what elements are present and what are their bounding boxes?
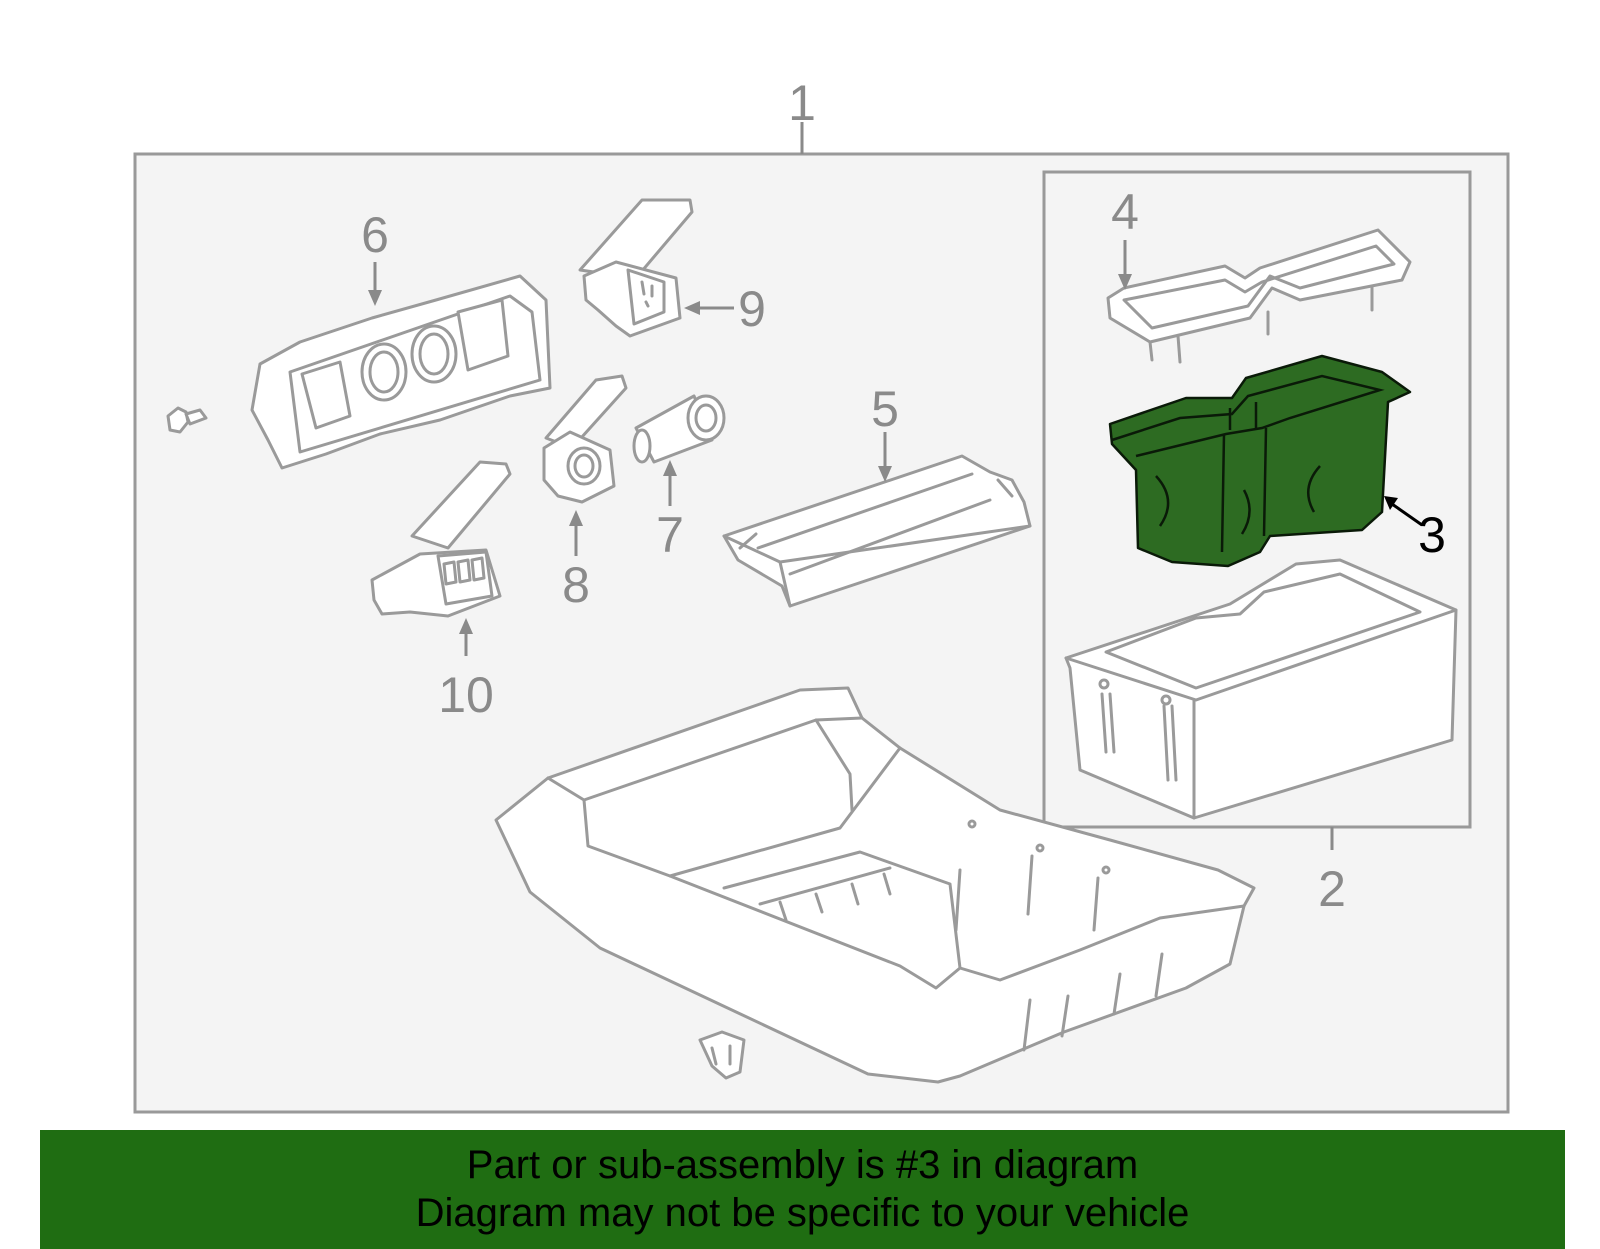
arrow-5 <box>878 466 892 482</box>
banner-line-disclaimer: Diagram may not be specific to your vehi… <box>415 1191 1190 1235</box>
part-2-cup-holder-housing[interactable] <box>1064 558 1458 820</box>
part-10-usb-port[interactable] <box>370 460 512 618</box>
part-4-bezel[interactable] <box>1106 228 1412 364</box>
arrow-4 <box>1118 274 1132 290</box>
callout-9: 9 <box>738 281 766 337</box>
callout-1: 1 <box>788 75 816 131</box>
part-8-accessory-socket[interactable] <box>542 374 628 504</box>
arrow-7 <box>663 460 677 476</box>
callout-6: 6 <box>361 207 389 263</box>
part-9-power-outlet[interactable] <box>578 198 694 338</box>
part-1-console-base[interactable] <box>494 686 1256 1084</box>
info-banner: Part or sub-assembly is #3 in diagram Di… <box>40 1130 1565 1249</box>
arrow-3 <box>1384 496 1398 510</box>
part-7-lighter[interactable] <box>632 394 726 464</box>
arrow-8 <box>569 510 583 526</box>
callout-3: 3 <box>1418 507 1446 563</box>
part-3-cup-holder-insert[interactable] <box>1108 354 1412 568</box>
retainer-clip[interactable] <box>698 1030 746 1080</box>
part-5-storage-tray[interactable] <box>722 454 1032 608</box>
callout-5: 5 <box>871 381 899 437</box>
arrow-9 <box>684 301 700 315</box>
arrow-10 <box>459 618 473 634</box>
leader-3 <box>1391 502 1423 527</box>
banner-line-part: Part or sub-assembly is #3 in diagram <box>466 1143 1139 1187</box>
part-6-switch-panel[interactable] <box>250 274 552 470</box>
callout-2: 2 <box>1318 861 1346 917</box>
arrow-6 <box>368 290 382 306</box>
parts-diagram: 1 2 3 4 5 6 7 8 9 10 <box>133 75 1510 1114</box>
callout-7: 7 <box>656 507 684 563</box>
callout-8: 8 <box>562 557 590 613</box>
callout-4: 4 <box>1111 184 1139 240</box>
callout-10: 10 <box>438 667 494 723</box>
screw[interactable] <box>166 406 208 434</box>
